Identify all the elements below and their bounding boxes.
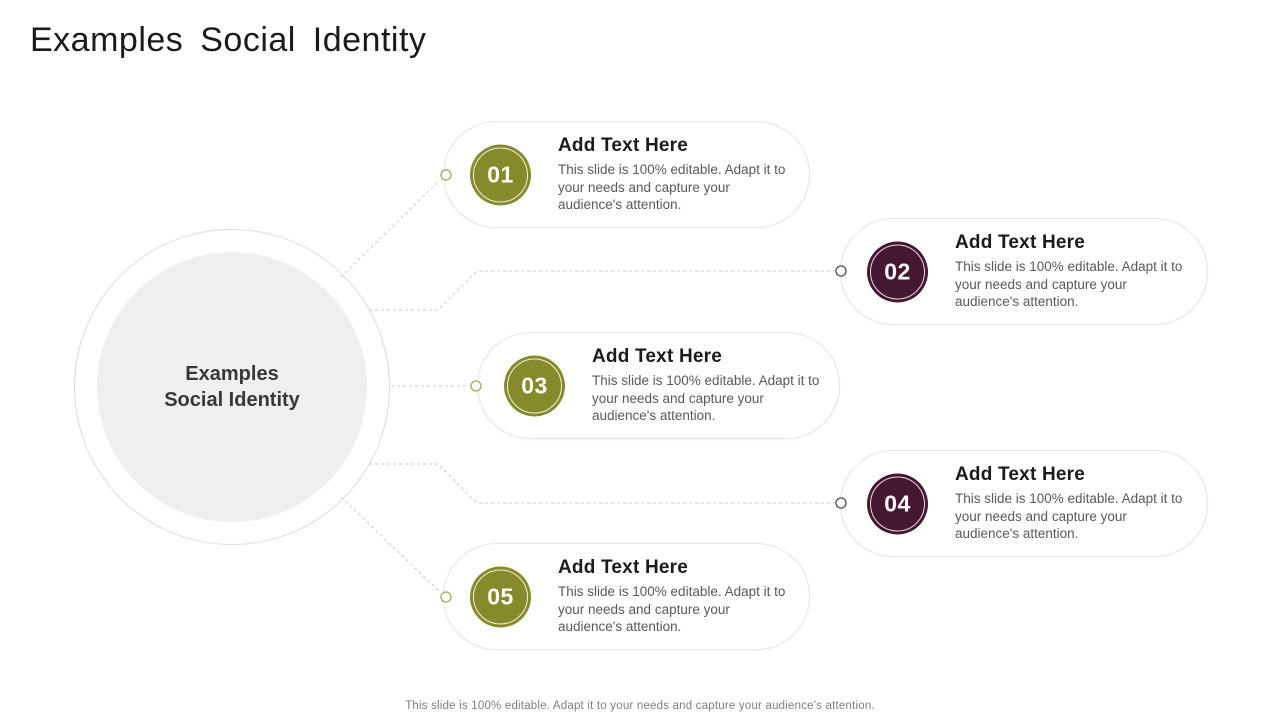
step-number-badge-03: 03 bbox=[504, 355, 565, 416]
center-hub-label-line1: Examples bbox=[185, 363, 279, 385]
page-title: Examples Social Identity bbox=[30, 21, 427, 59]
center-hub-label: Examples Social Identity bbox=[164, 361, 300, 413]
step-heading-01[interactable]: Add Text Here bbox=[558, 135, 688, 156]
step-body-03[interactable]: This slide is 100% editable. Adapt it to… bbox=[592, 373, 820, 423]
step-heading-04[interactable]: Add Text Here bbox=[955, 464, 1085, 485]
step-number-badge-02: 02 bbox=[867, 241, 928, 302]
step-number-05: 05 bbox=[487, 583, 514, 609]
step-number-badge-04: 04 bbox=[867, 473, 928, 534]
connector-line-04 bbox=[369, 463, 835, 504]
center-hub-circle[interactable]: Examples Social Identity bbox=[74, 229, 390, 545]
step-number-04: 04 bbox=[884, 490, 911, 516]
connector-line-05 bbox=[340, 496, 442, 594]
step-number-02: 02 bbox=[884, 258, 911, 284]
step-body-04[interactable]: This slide is 100% editable. Adapt it to… bbox=[955, 491, 1183, 541]
step-card-04[interactable]: 04 Add Text Here This slide is 100% edit… bbox=[840, 450, 1208, 557]
step-card-01[interactable]: 01 Add Text Here This slide is 100% edit… bbox=[443, 121, 810, 228]
center-hub-inner-circle: Examples Social Identity bbox=[97, 252, 367, 522]
connector-line-02 bbox=[369, 270, 835, 311]
step-heading-03[interactable]: Add Text Here bbox=[592, 346, 722, 367]
step-body-02[interactable]: This slide is 100% editable. Adapt it to… bbox=[955, 259, 1183, 309]
step-number-01: 01 bbox=[487, 161, 514, 187]
step-card-03[interactable]: 03 Add Text Here This slide is 100% edit… bbox=[477, 332, 840, 439]
footer-disclaimer: This slide is 100% editable. Adapt it to… bbox=[405, 700, 875, 712]
center-hub-label-line2: Social Identity bbox=[164, 389, 300, 411]
step-number-badge-01: 01 bbox=[470, 144, 531, 205]
step-card-05[interactable]: 05 Add Text Here This slide is 100% edit… bbox=[443, 543, 810, 650]
step-card-02[interactable]: 02 Add Text Here This slide is 100% edit… bbox=[840, 218, 1208, 325]
step-number-badge-05: 05 bbox=[470, 566, 531, 627]
step-heading-02[interactable]: Add Text Here bbox=[955, 232, 1085, 253]
step-body-01[interactable]: This slide is 100% editable. Adapt it to… bbox=[558, 162, 786, 212]
step-body-05[interactable]: This slide is 100% editable. Adapt it to… bbox=[558, 584, 786, 634]
connector-line-01 bbox=[340, 178, 442, 278]
step-heading-05[interactable]: Add Text Here bbox=[558, 557, 688, 578]
step-number-03: 03 bbox=[521, 372, 548, 398]
